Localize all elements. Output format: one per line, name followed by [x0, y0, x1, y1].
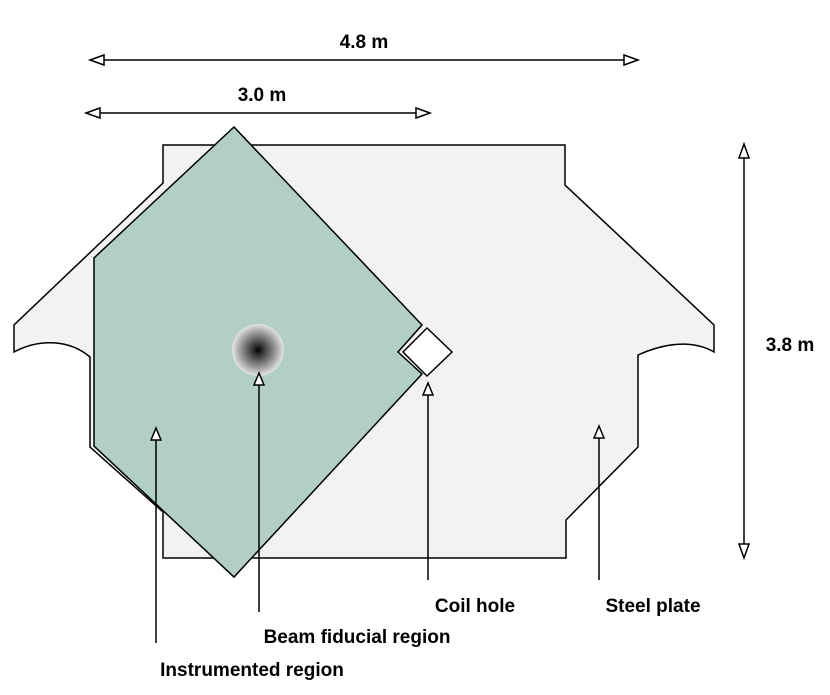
height-38-label: 3.8 m [766, 335, 815, 356]
instrumented-pointer [149, 426, 163, 643]
beam-fiducial-pointer [252, 371, 266, 612]
coil-hole-pointer [421, 381, 435, 580]
coil-hole-label: Coil hole [435, 596, 515, 617]
width-30-arrow [83, 106, 433, 120]
height-38-arrow [737, 141, 751, 561]
steel-plate-label: Steel plate [605, 596, 700, 617]
instrumented-label: Instrumented region [160, 660, 344, 681]
width-30-label: 3.0 m [238, 85, 287, 106]
beam-fiducial-label: Beam fiducial region [264, 627, 451, 648]
beam-fiducial-spot [232, 324, 284, 376]
steel-plate-pointer [592, 424, 606, 580]
width-48-label: 4.8 m [340, 32, 389, 53]
coil-hole-shape [401, 326, 454, 378]
width-48-arrow [87, 53, 641, 67]
